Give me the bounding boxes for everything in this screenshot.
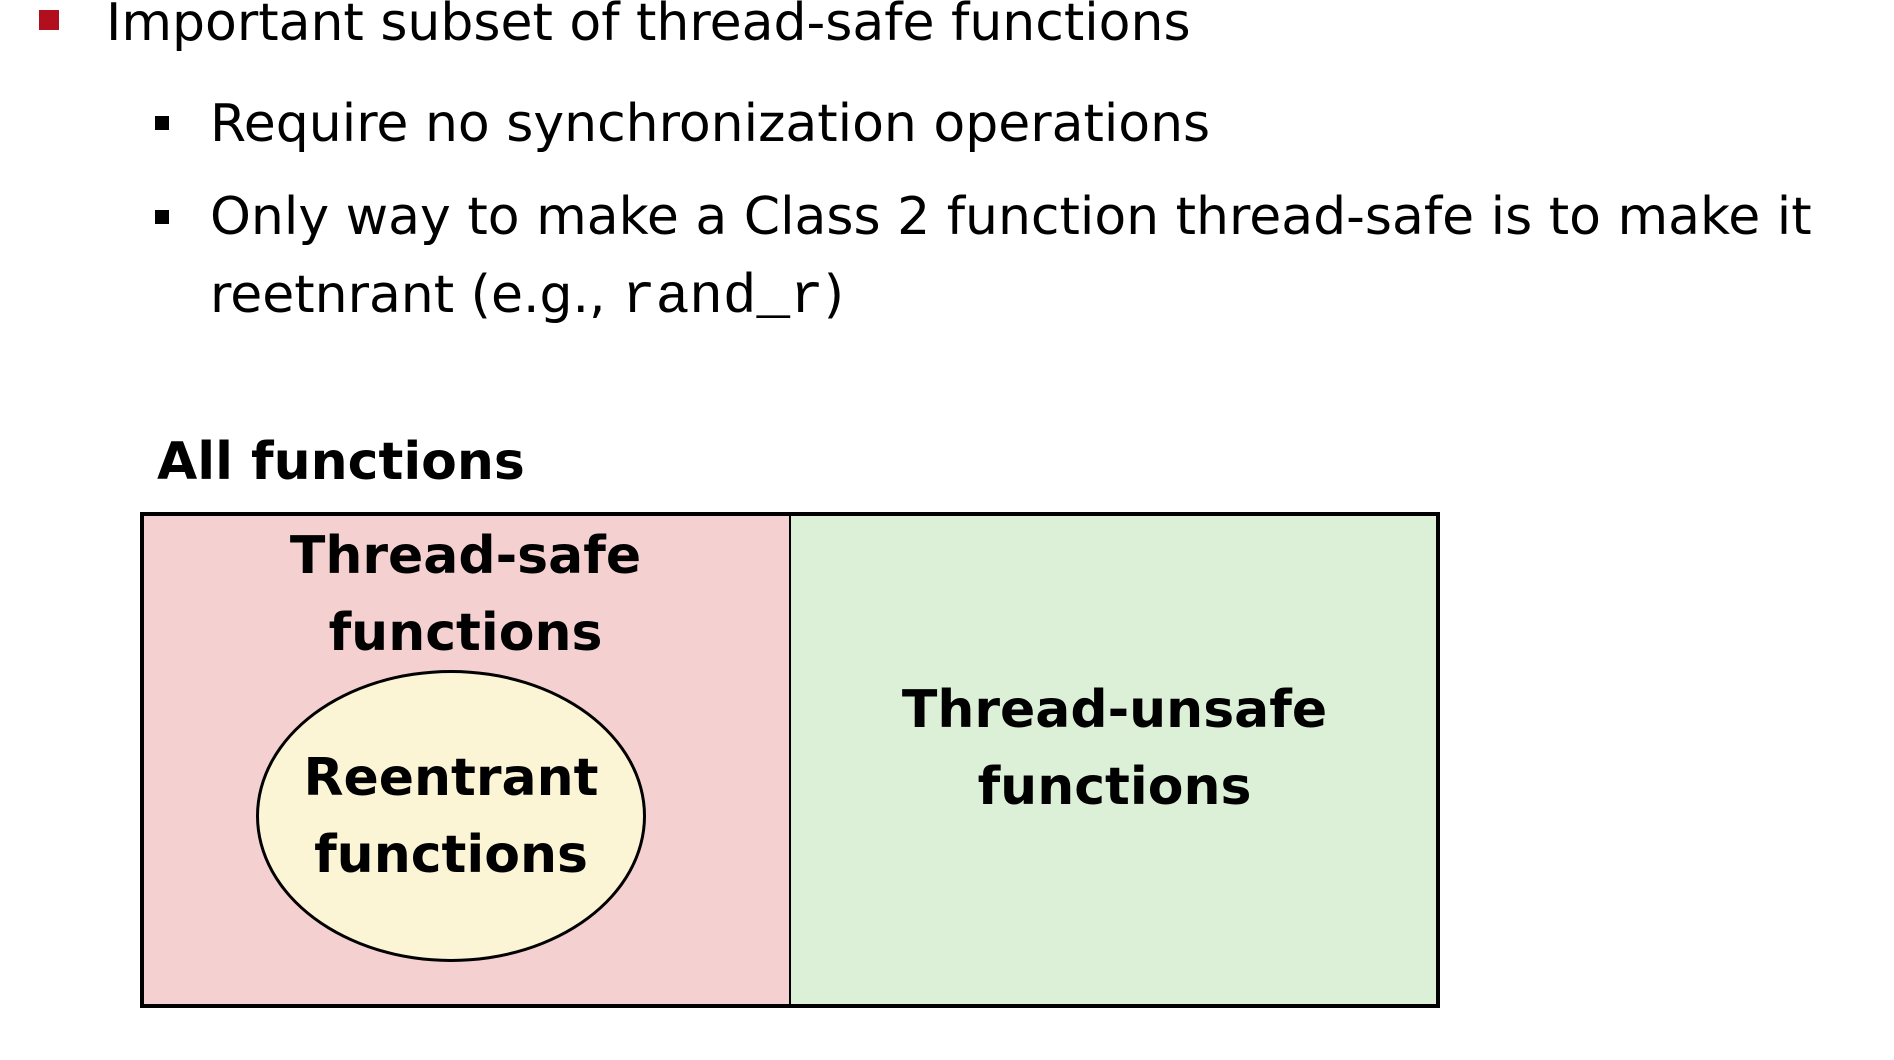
sub-bullet-text-class2: Only way to make a Class 2 function thre… [210, 187, 1812, 247]
thread-safe-label: Thread-safe functions [140, 518, 791, 672]
reentrant-region [256, 670, 646, 962]
thread-unsafe-label: Thread-unsafe functions [789, 672, 1440, 826]
sub-bullet-square-icon [155, 116, 169, 130]
thread-unsafe-label-line2: functions [977, 757, 1252, 817]
bullet-text-main: Important subset of thread-safe function… [106, 0, 1191, 53]
bullet-square-icon [39, 10, 59, 30]
thread-safe-label-line2: functions [328, 603, 603, 663]
sub-bullet-square-icon [155, 210, 169, 224]
thread-unsafe-label-line1: Thread-unsafe [901, 680, 1328, 740]
reentrant-label-line1: Reentrant [303, 748, 599, 808]
thread-safe-label-line1: Thread-safe [289, 526, 642, 586]
code-rand-r: rand_r [622, 265, 824, 329]
example-prefix: reetnrant (e.g., [210, 265, 623, 325]
sub-bullet-text-reentrant-example: reetnrant (e.g., rand_r) [210, 255, 844, 337]
sub-bullet-text-synchronization: Require no synchronization operations [210, 94, 1211, 154]
reentrant-label-line2: functions [314, 825, 588, 885]
reentrant-label: Reentrant functions [256, 740, 646, 894]
example-suffix: ) [823, 265, 845, 325]
diagram-title: All functions [157, 432, 525, 492]
thread-unsafe-region [789, 512, 1440, 1008]
